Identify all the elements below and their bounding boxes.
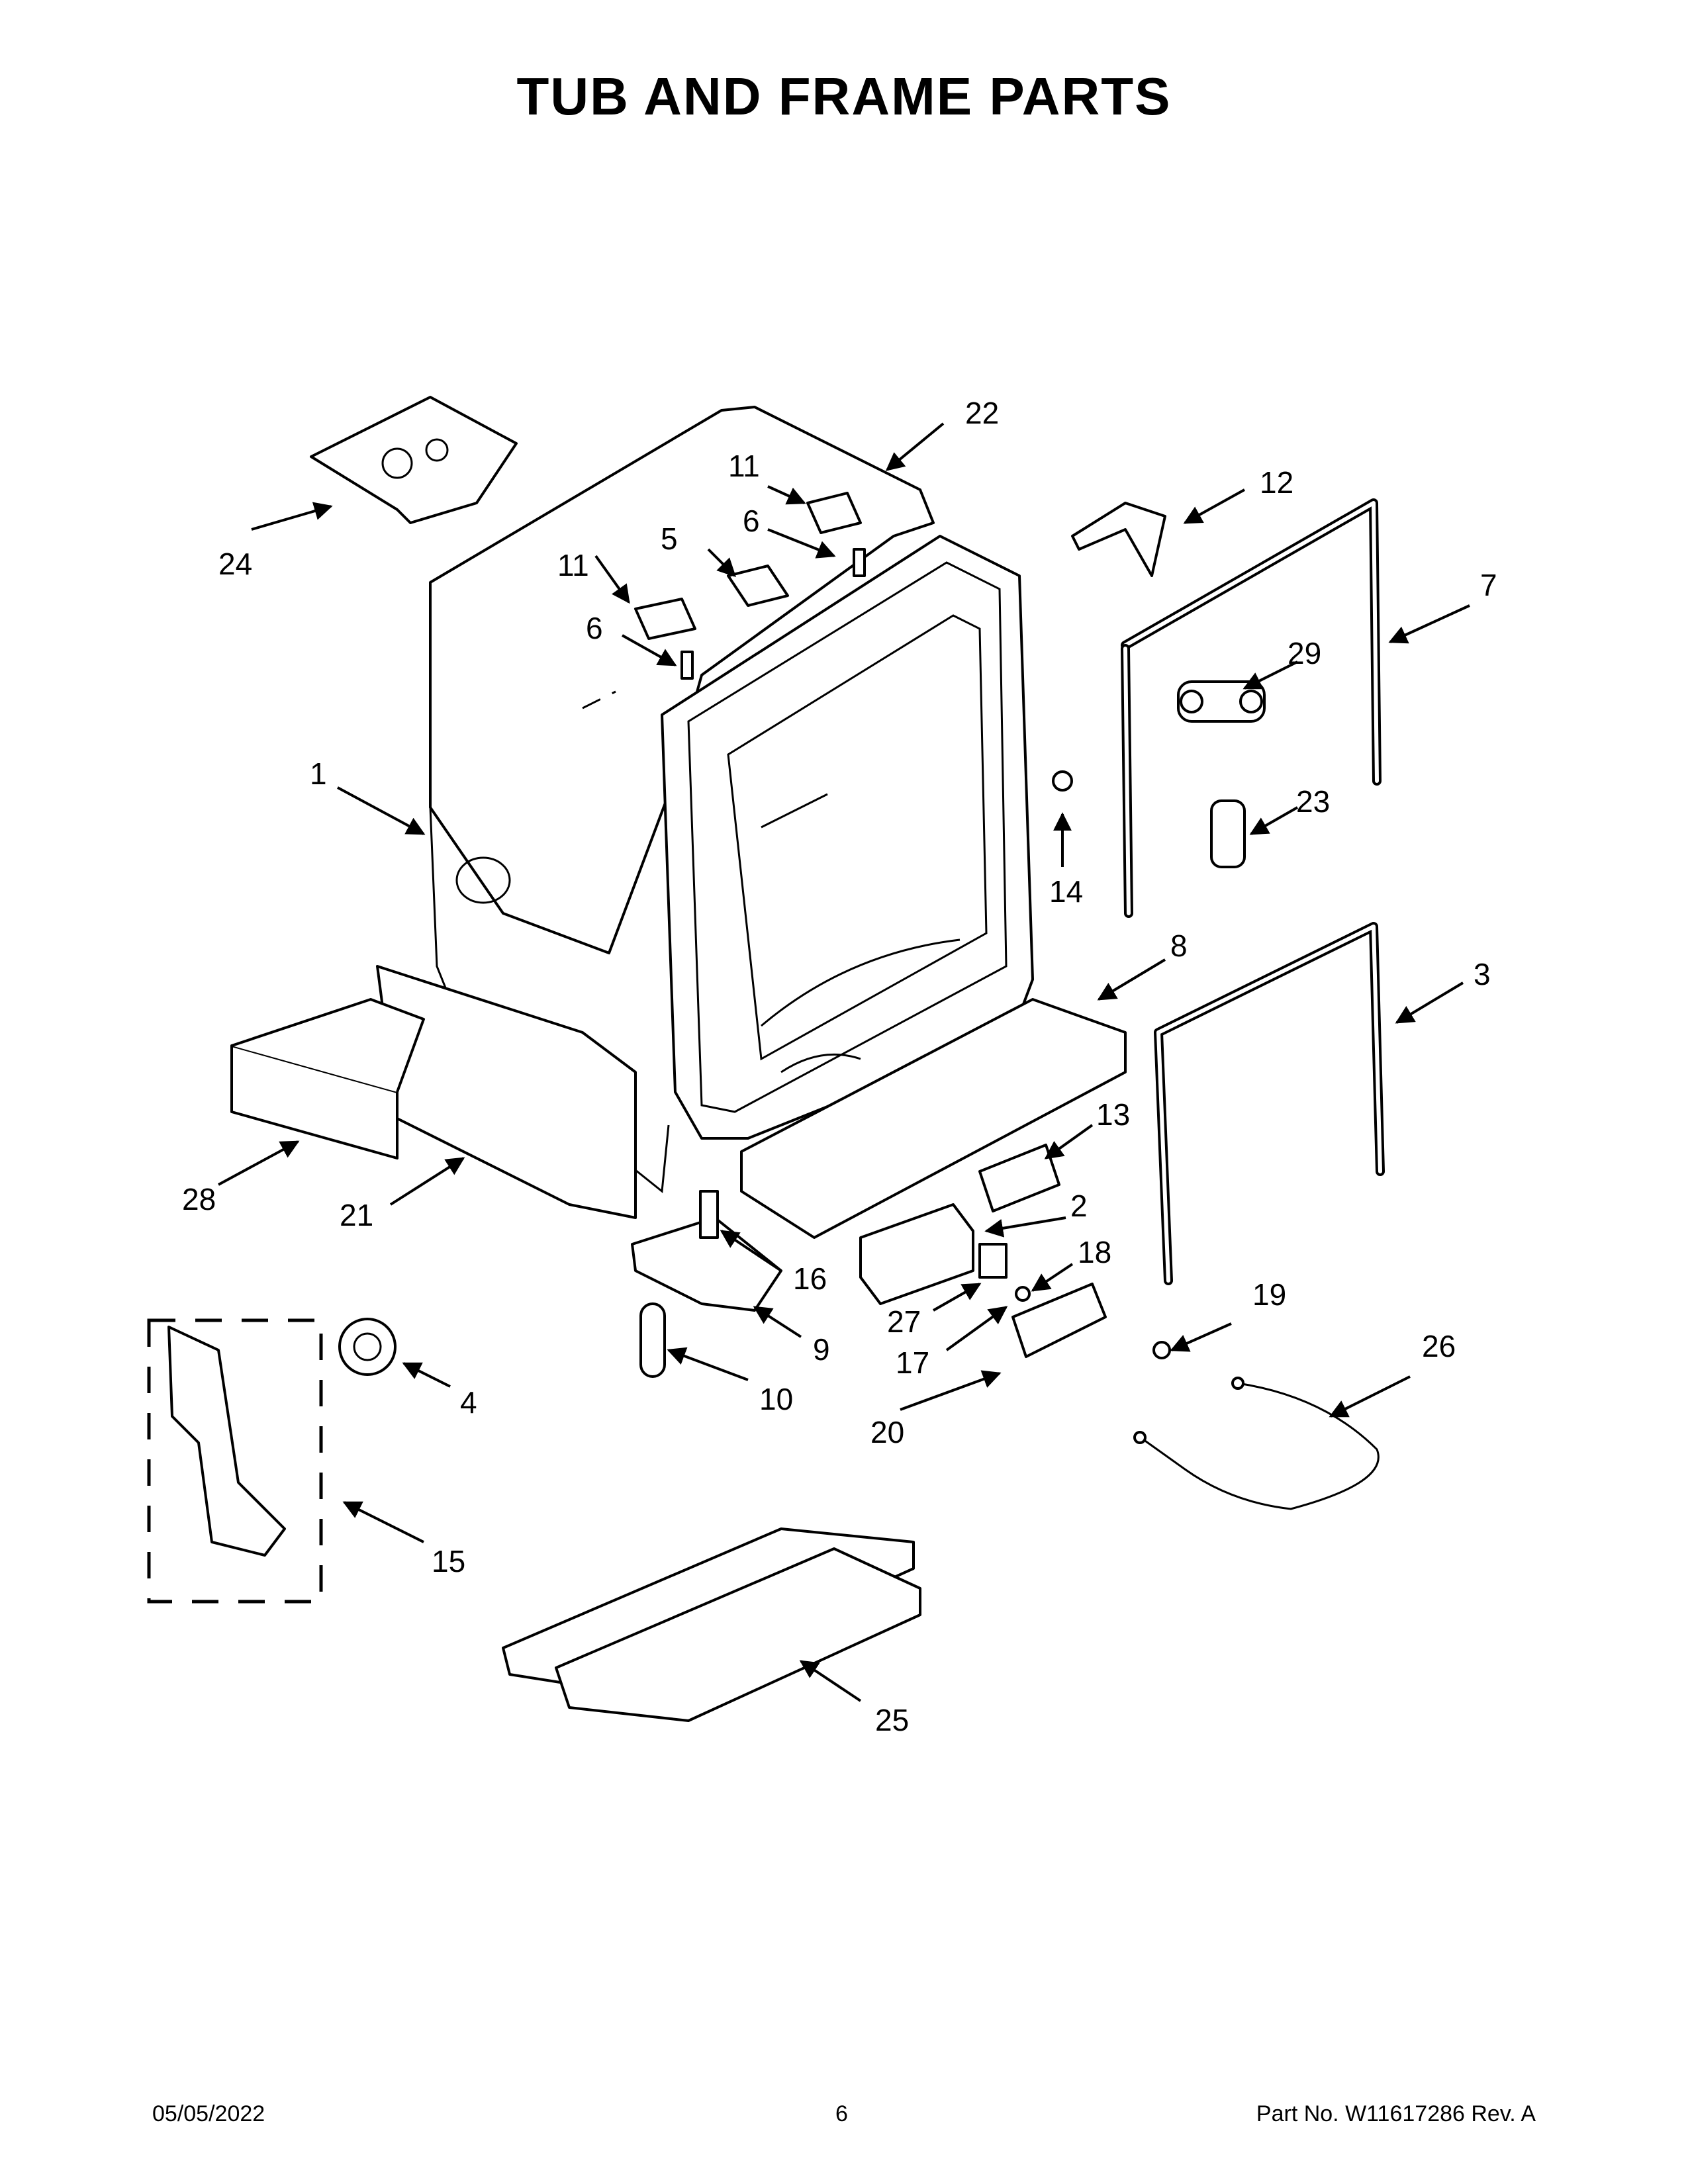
callout-19: 19 bbox=[1252, 1277, 1286, 1312]
footer-page-number: 6 bbox=[835, 2101, 848, 2126]
callout-8: 8 bbox=[1170, 929, 1188, 963]
callout-20: 20 bbox=[870, 1415, 904, 1449]
callout-17: 17 bbox=[896, 1345, 929, 1380]
callout-23: 23 bbox=[1296, 784, 1330, 819]
leader-lines bbox=[218, 422, 1470, 1702]
callout-labels: 22 11 11 5 6 6 24 12 7 29 23 14 1 8 3 13… bbox=[182, 396, 1497, 1737]
brackets-illustration bbox=[634, 492, 1073, 792]
callout-12: 12 bbox=[1260, 465, 1293, 500]
callout-16: 16 bbox=[793, 1261, 827, 1296]
callout-7: 7 bbox=[1480, 568, 1497, 602]
callout-6-lower: 6 bbox=[586, 611, 603, 645]
callout-26: 26 bbox=[1422, 1329, 1456, 1363]
callout-11-lower: 11 bbox=[557, 548, 589, 582]
callout-14: 14 bbox=[1049, 874, 1083, 909]
footer-part-number: Part No. W11617286 Rev. A bbox=[1256, 2101, 1536, 2126]
callout-15: 15 bbox=[432, 1544, 465, 1578]
callout-24: 24 bbox=[218, 547, 252, 581]
callout-2: 2 bbox=[1070, 1189, 1088, 1223]
footer-date: 05/05/2022 bbox=[152, 2101, 265, 2126]
fan-illustration bbox=[338, 1318, 397, 1376]
door-gaskets-illustration bbox=[1121, 498, 1385, 1285]
callout-11-upper: 11 bbox=[728, 449, 760, 483]
callout-22: 22 bbox=[965, 396, 999, 430]
misc-parts-illustration bbox=[859, 1203, 1171, 1359]
drain-parts-illustration bbox=[631, 1190, 782, 1378]
callout-9: 9 bbox=[813, 1332, 830, 1367]
callout-29: 29 bbox=[1288, 636, 1321, 670]
hardware-bag-illustration bbox=[310, 396, 518, 524]
callout-10: 10 bbox=[759, 1382, 793, 1416]
callout-18: 18 bbox=[1078, 1235, 1111, 1269]
callout-1: 1 bbox=[310, 756, 327, 791]
callout-4: 4 bbox=[460, 1385, 477, 1420]
callout-6-upper: 6 bbox=[743, 504, 760, 538]
callout-27: 27 bbox=[887, 1304, 921, 1339]
tub-frame-illustration bbox=[661, 535, 1034, 1140]
callout-25: 25 bbox=[875, 1703, 909, 1737]
base-assembly-illustration bbox=[230, 965, 1127, 1239]
callout-28: 28 bbox=[182, 1182, 216, 1216]
callout-13: 13 bbox=[1096, 1097, 1130, 1132]
insulation-pads-illustration bbox=[502, 1527, 921, 1722]
callout-5: 5 bbox=[661, 522, 678, 556]
callout-3: 3 bbox=[1474, 957, 1491, 991]
wire-harness-illustration bbox=[1133, 1377, 1380, 1510]
vent-and-rollers-illustration bbox=[1071, 502, 1266, 868]
pump-group-illustration bbox=[147, 1318, 323, 1604]
outer-tub-wrap-illustration bbox=[429, 406, 935, 1193]
callout-21: 21 bbox=[340, 1198, 373, 1232]
page-title: TUB AND FRAME PARTS bbox=[516, 67, 1172, 126]
